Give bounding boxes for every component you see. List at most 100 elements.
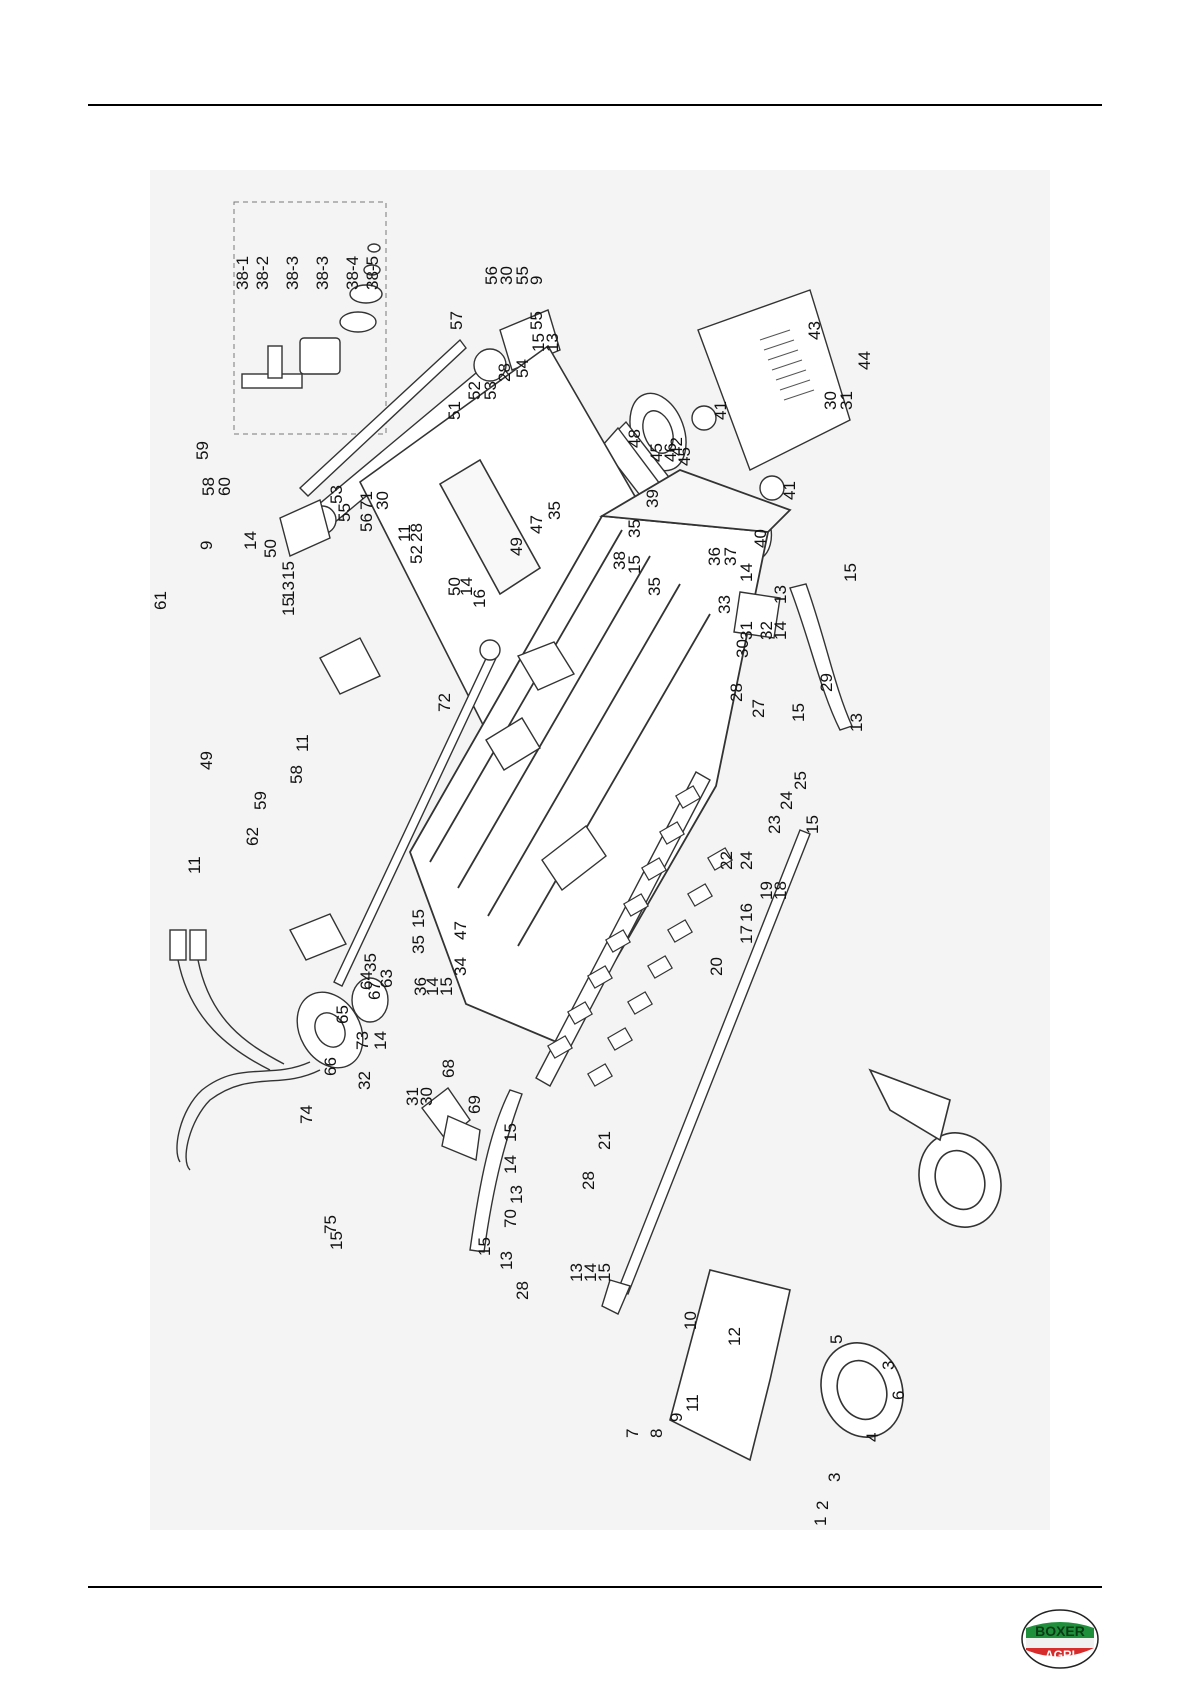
part-label: 14 — [501, 1155, 520, 1174]
logo-text-agri: AGRI — [1045, 1648, 1075, 1662]
part-label: 36 — [705, 547, 724, 566]
header-rule — [88, 104, 1102, 106]
part-label: 55 — [527, 311, 546, 330]
part-label: 70 — [501, 1209, 520, 1228]
part-label: 33 — [715, 595, 734, 614]
part-label: 2 — [813, 1501, 832, 1510]
part-label: 14 — [371, 1031, 390, 1050]
part-label: 16 — [470, 589, 489, 608]
part-label: 22 — [717, 851, 736, 870]
part-label: 31 — [737, 621, 756, 640]
part-label: 28 — [407, 523, 426, 542]
part-label: 1 — [811, 1517, 830, 1526]
part-label: 15 — [529, 333, 548, 352]
part-label: 53 — [327, 485, 346, 504]
part-label: 45 — [647, 443, 666, 462]
part-label: 14 — [241, 531, 260, 550]
part-label: 38-3 — [283, 256, 302, 290]
logo-text-boxer: BOXER — [1035, 1623, 1085, 1639]
part-label: 56 — [357, 513, 376, 532]
part-label: 41 — [711, 401, 730, 420]
part-label: 59 — [193, 441, 212, 460]
part-label: 15 — [279, 597, 298, 616]
part-label: 58 — [199, 477, 218, 496]
part-label: 35 — [545, 501, 564, 520]
part-label: 8 — [647, 1429, 666, 1438]
footer-rule — [88, 1586, 1102, 1588]
part-label: 25 — [791, 771, 810, 790]
part-label: 57 — [447, 311, 466, 330]
side-skids — [469, 583, 853, 1253]
part-label: 14 — [457, 577, 476, 596]
part-label: 72 — [435, 693, 454, 712]
part-label: 55 — [513, 266, 532, 285]
part-label: 9 — [527, 276, 546, 285]
part-label: 65 — [333, 1005, 352, 1024]
part-label: 13 — [497, 1251, 516, 1270]
part-label: 75 — [321, 1215, 340, 1234]
part-label: 9 — [667, 1413, 686, 1422]
part-label: 24 — [737, 851, 756, 870]
part-label: 15 — [475, 1237, 494, 1256]
part-label: 46 — [661, 443, 680, 462]
part-label: 15 — [501, 1123, 520, 1142]
part-label: 17 — [737, 925, 756, 944]
part-label: 42 — [667, 437, 686, 456]
part-label: 19 — [757, 881, 776, 900]
part-label: 5 — [827, 1335, 846, 1344]
part-label: 51 — [445, 401, 464, 420]
part-label: 18 — [771, 881, 790, 900]
part-label: 37 — [721, 547, 740, 566]
part-label: 36 — [411, 977, 430, 996]
part-label: 64 — [357, 971, 376, 990]
hydraulic-assembly — [169, 929, 389, 1171]
part-label: 50 — [445, 577, 464, 596]
part-label: 15 — [595, 1263, 614, 1282]
part-label: 73 — [353, 1031, 372, 1050]
part-label: 54 — [513, 359, 532, 378]
part-label: 50 — [261, 539, 280, 558]
part-label: 15 — [803, 815, 822, 834]
part-label: 15 — [789, 703, 808, 722]
part-label: 29 — [817, 673, 836, 692]
part-label: 7 — [623, 1429, 642, 1438]
part-label: 61 — [151, 591, 170, 610]
part-label: 43 — [805, 321, 824, 340]
part-label: 35 — [625, 519, 644, 538]
part-label: 30 — [497, 266, 516, 285]
part-label: 39 — [643, 489, 662, 508]
part-label: 11 — [395, 524, 414, 542]
part-label: 38-1 — [233, 256, 252, 290]
part-labels: 38-1 38-2 38-3 38-3 38-4 38-5 57 56 30 5… — [151, 256, 908, 1526]
part-label: 27 — [749, 699, 768, 718]
part-label: 28 — [495, 363, 514, 382]
part-label: 16 — [737, 903, 756, 922]
part-label: 62 — [243, 827, 262, 846]
part-label: 53 — [481, 381, 500, 400]
part-label: 12 — [725, 1327, 744, 1346]
part-label: 15 — [327, 1231, 346, 1250]
part-label: 13 — [507, 1185, 526, 1204]
part-label: 35 — [645, 577, 664, 596]
part-label: 38-3 — [313, 256, 332, 290]
inset-shaft-part — [241, 243, 383, 389]
part-label: 30 — [417, 1087, 436, 1106]
part-label: 32 — [757, 621, 776, 640]
part-label: 28 — [579, 1171, 598, 1190]
part-label: 38-5 — [363, 256, 382, 290]
part-label: 66 — [321, 1057, 340, 1076]
part-label: 30 — [821, 391, 840, 410]
part-label: 3 — [825, 1473, 844, 1482]
part-label: 14 — [423, 977, 442, 996]
part-label: 40 — [751, 529, 770, 548]
part-label: 55 — [335, 503, 354, 522]
exploded-parts-diagram: 38-1 38-2 38-3 38-3 38-4 38-5 57 56 30 5… — [150, 170, 1050, 1530]
diagram-drawing: 38-1 38-2 38-3 38-3 38-4 38-5 57 56 30 5… — [151, 201, 1002, 1526]
part-label: 63 — [377, 969, 396, 988]
part-label: 38-4 — [343, 256, 362, 290]
part-label: 11 — [683, 1394, 702, 1412]
part-label: 44 — [855, 351, 874, 370]
part-label: 59 — [251, 791, 270, 810]
link-rod — [333, 639, 501, 987]
part-label: 15 — [625, 555, 644, 574]
